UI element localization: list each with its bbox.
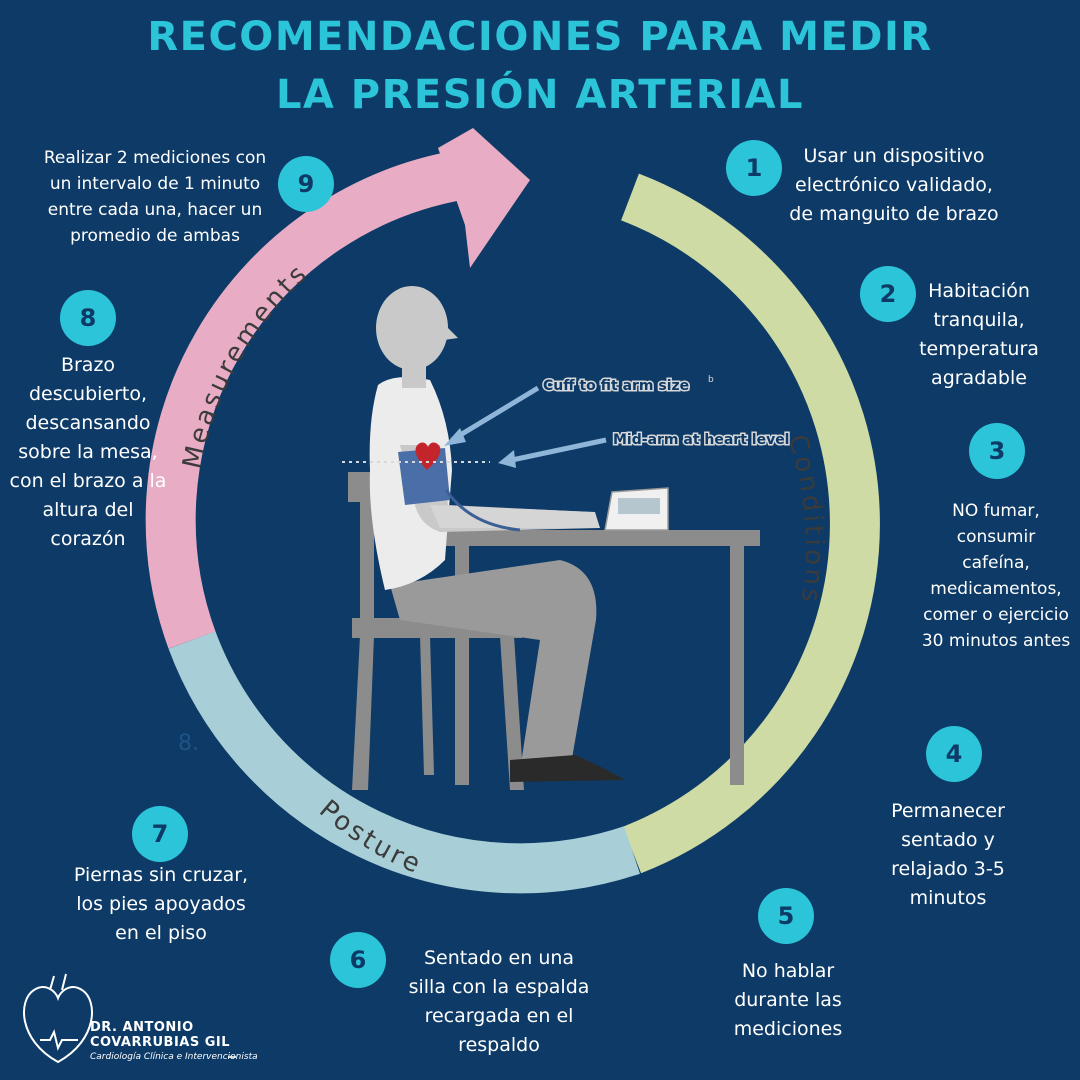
step-badge-6: 6 (330, 932, 386, 988)
step-8-line: Brazo (60, 354, 116, 376)
step-5-line: mediciones (733, 1018, 843, 1040)
step-7-line: en el piso (115, 922, 207, 944)
step-badge-7: 7 (132, 806, 188, 862)
step-2-line: agradable (931, 367, 1027, 389)
step-4-line: minutos (909, 887, 987, 909)
step-badge-9: 9 (278, 156, 334, 212)
step-1-line: de manguito de brazo (789, 203, 999, 225)
arrow-head (438, 128, 530, 268)
logo-name-line-2: COVARRUBIAS GIL (90, 1035, 231, 1050)
step-4-line: relajado 3-5 (891, 858, 1005, 880)
step-badge-3: 3 (969, 423, 1025, 479)
step-9-line: promedio de ambas (70, 226, 240, 246)
step-4-line: sentado y (901, 829, 995, 851)
step-badge-1: 1 (726, 140, 782, 196)
step-8-line: sobre la mesa, (18, 441, 158, 463)
step-text-7: Piernas sin cruzar, los pies apoyados en… (50, 861, 272, 948)
step-3-line: cafeína, (962, 553, 1030, 573)
heart-outline-icon (23, 973, 93, 1064)
step-8-line: altura del (42, 499, 134, 521)
conditions-label: Conditions (781, 431, 828, 606)
title-line-2: LA PRESIÓN ARTERIAL (275, 72, 805, 118)
step-text-9: Realizar 2 mediciones con un intervalo d… (20, 145, 290, 249)
step-5-line: No hablar (741, 960, 835, 982)
step-6-line: recargada en el (424, 1005, 574, 1027)
step-badge-5: 5 (758, 888, 814, 944)
mid-arm-label: Mid-arm at heart level (613, 432, 789, 448)
step-7-line: Piernas sin cruzar, (73, 864, 249, 886)
person-figure (369, 286, 625, 782)
stray-label: 8. (178, 731, 199, 756)
cuff-label-superscript: b (708, 375, 714, 385)
step-9-line: entre cada una, hacer un (47, 200, 263, 220)
step-7-line: los pies apoyados (76, 893, 246, 915)
step-4-line: Permanecer (891, 800, 1005, 822)
step-3-line: comer o ejercicio (923, 605, 1069, 625)
table (440, 530, 760, 785)
step-3-line: consumir (956, 527, 1036, 547)
step-6-line: silla con la espalda (408, 976, 590, 998)
step-3-line: 30 minutos antes (921, 631, 1071, 651)
step-3-line: NO fumar, (952, 501, 1040, 521)
posture-arc (168, 631, 640, 894)
step-9-line: Realizar 2 mediciones con (43, 148, 267, 168)
step-8-line: descubierto, (28, 383, 148, 405)
step-text-4: Permanecer sentado y relajado 3-5 minuto… (868, 797, 1028, 913)
step-6-line: Sentado en una (423, 947, 575, 969)
mid-arm-arrow (498, 437, 607, 468)
step-6-line: respaldo (458, 1034, 540, 1056)
title-line-1: RECOMENDACIONES PARA MEDIR (147, 14, 933, 60)
step-text-2: Habitación tranquila, temperatura agrada… (903, 277, 1055, 393)
bp-monitor-icon (604, 487, 669, 531)
step-2-line: tranquila, (933, 309, 1025, 331)
step-text-8: Brazo descubierto, descansando sobre la … (0, 351, 176, 554)
step-badge-4: 4 (926, 726, 982, 782)
logo-name-line-1: DR. ANTONIO (90, 1020, 194, 1035)
step-text-6: Sentado en una silla con la espalda reca… (388, 944, 610, 1060)
cuff-label: Cuff to fit arm size (543, 378, 689, 394)
step-1-line: electrónico validado, (795, 174, 993, 196)
step-8-line: descansando (25, 412, 151, 434)
measurements-arc (145, 150, 465, 649)
step-5-line: durante las (734, 989, 842, 1011)
step-9-line: un intervalo de 1 minuto (49, 174, 261, 194)
step-8-line: corazón (50, 528, 126, 550)
cuff-arrow (444, 385, 540, 446)
step-text-3: NO fumar, consumir cafeína, medicamentos… (912, 498, 1080, 654)
logo-name: DR. ANTONIO COVARRUBIAS GIL (90, 1020, 230, 1050)
step-3-line: medicamentos, (930, 579, 1062, 599)
heart-icon (415, 442, 441, 470)
logo-subtitle: Cardiología Clínica e Intervencionista (90, 1052, 258, 1062)
step-2-line: temperatura (919, 338, 1039, 360)
step-badge-8: 8 (60, 290, 116, 346)
step-text-5: No hablar durante las mediciones (708, 957, 868, 1044)
step-text-1: Usar un dispositivo electrónico validado… (768, 142, 1020, 229)
step-2-line: Habitación (928, 280, 1030, 302)
step-8-line: con el brazo a la (9, 470, 167, 492)
step-badge-2: 2 (860, 266, 916, 322)
step-1-line: Usar un dispositivo (803, 145, 985, 167)
